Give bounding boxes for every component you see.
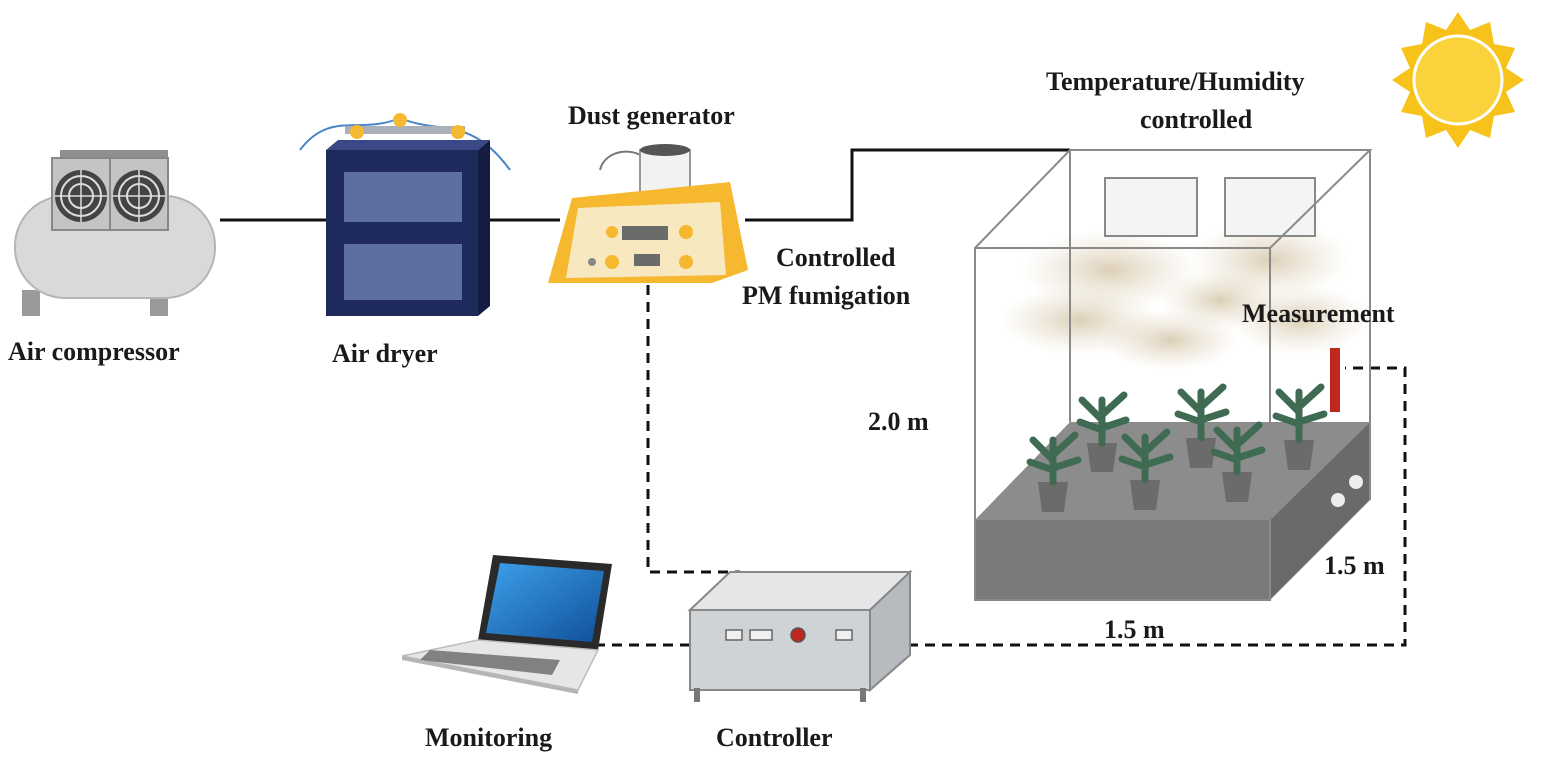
fan-icon: [51, 157, 111, 231]
plant-icon: [1272, 383, 1328, 470]
air-compressor: Air compressor: [8, 150, 216, 366]
ceiling-light-panel: [1224, 177, 1316, 237]
air-dryer: Air dryer: [299, 113, 511, 368]
dust-generator-label: Dust generator: [568, 101, 735, 130]
plant-icon: [1174, 383, 1230, 468]
dust-generator: Dust generator: [548, 101, 748, 283]
plant-icon: [1118, 428, 1174, 510]
controller-label: Controller: [716, 723, 833, 752]
plant-icon: [1076, 391, 1130, 472]
air-pipe: [220, 148, 1070, 222]
laptop-icon: [401, 555, 612, 694]
dryer-vent-grid: [344, 172, 462, 300]
measurement-label: Measurement: [1242, 299, 1395, 328]
air-dryer-label: Air dryer: [332, 339, 438, 368]
width-dimension-label: 1.5 m: [1104, 615, 1165, 644]
controlled-pm-label-line1: Controlled: [776, 243, 896, 272]
plant-icon: [1026, 431, 1082, 512]
controller-unit: [687, 569, 913, 702]
monitoring-label: Monitoring: [425, 723, 552, 752]
sun-icon: [1392, 12, 1524, 148]
measurement-sensor: [1330, 348, 1340, 412]
depth-dimension-label: 1.5 m: [1324, 551, 1385, 580]
signal-lines: [595, 285, 1407, 647]
air-compressor-label: Air compressor: [8, 337, 180, 366]
fumigation-chamber: [974, 149, 1373, 601]
chamber-port: [1349, 475, 1363, 489]
temp-humidity-label-line1: Temperature/Humidity: [1046, 67, 1305, 96]
temp-humidity-label-line2: controlled: [1140, 105, 1253, 134]
fan-icon: [109, 157, 169, 231]
plant-icon: [1210, 421, 1266, 502]
chamber-port: [1331, 493, 1345, 507]
pm-smoke: [1000, 220, 1370, 370]
height-dimension-label: 2.0 m: [868, 407, 929, 436]
ceiling-light-panel: [1104, 177, 1198, 237]
controlled-pm-label-line2: PM fumigation: [742, 281, 911, 310]
